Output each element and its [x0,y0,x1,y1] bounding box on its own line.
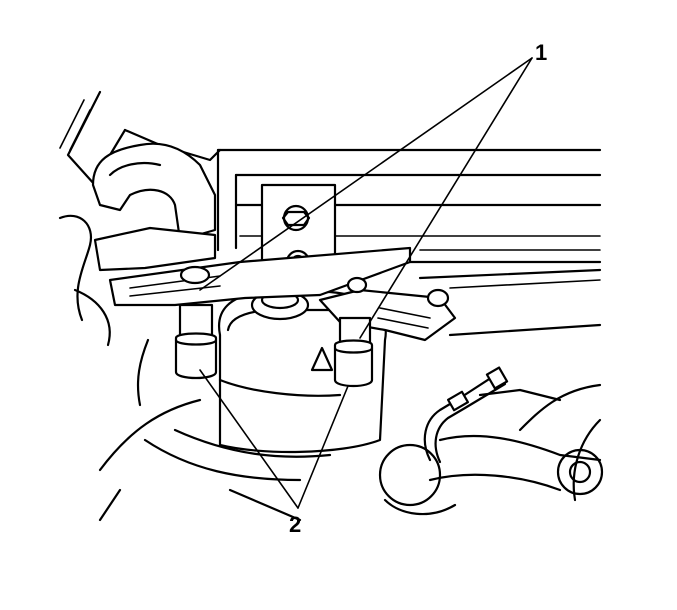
right-post [333,316,374,388]
tool-bar [108,246,457,342]
left-post [174,265,218,380]
bolt-upper [281,204,311,232]
callout-label-2: 2 [289,512,301,537]
callout-label-1: 1 [535,40,547,65]
callout-1-leaders [199,57,533,339]
tool-hook [91,142,217,272]
callout-2-leaders [199,369,349,509]
